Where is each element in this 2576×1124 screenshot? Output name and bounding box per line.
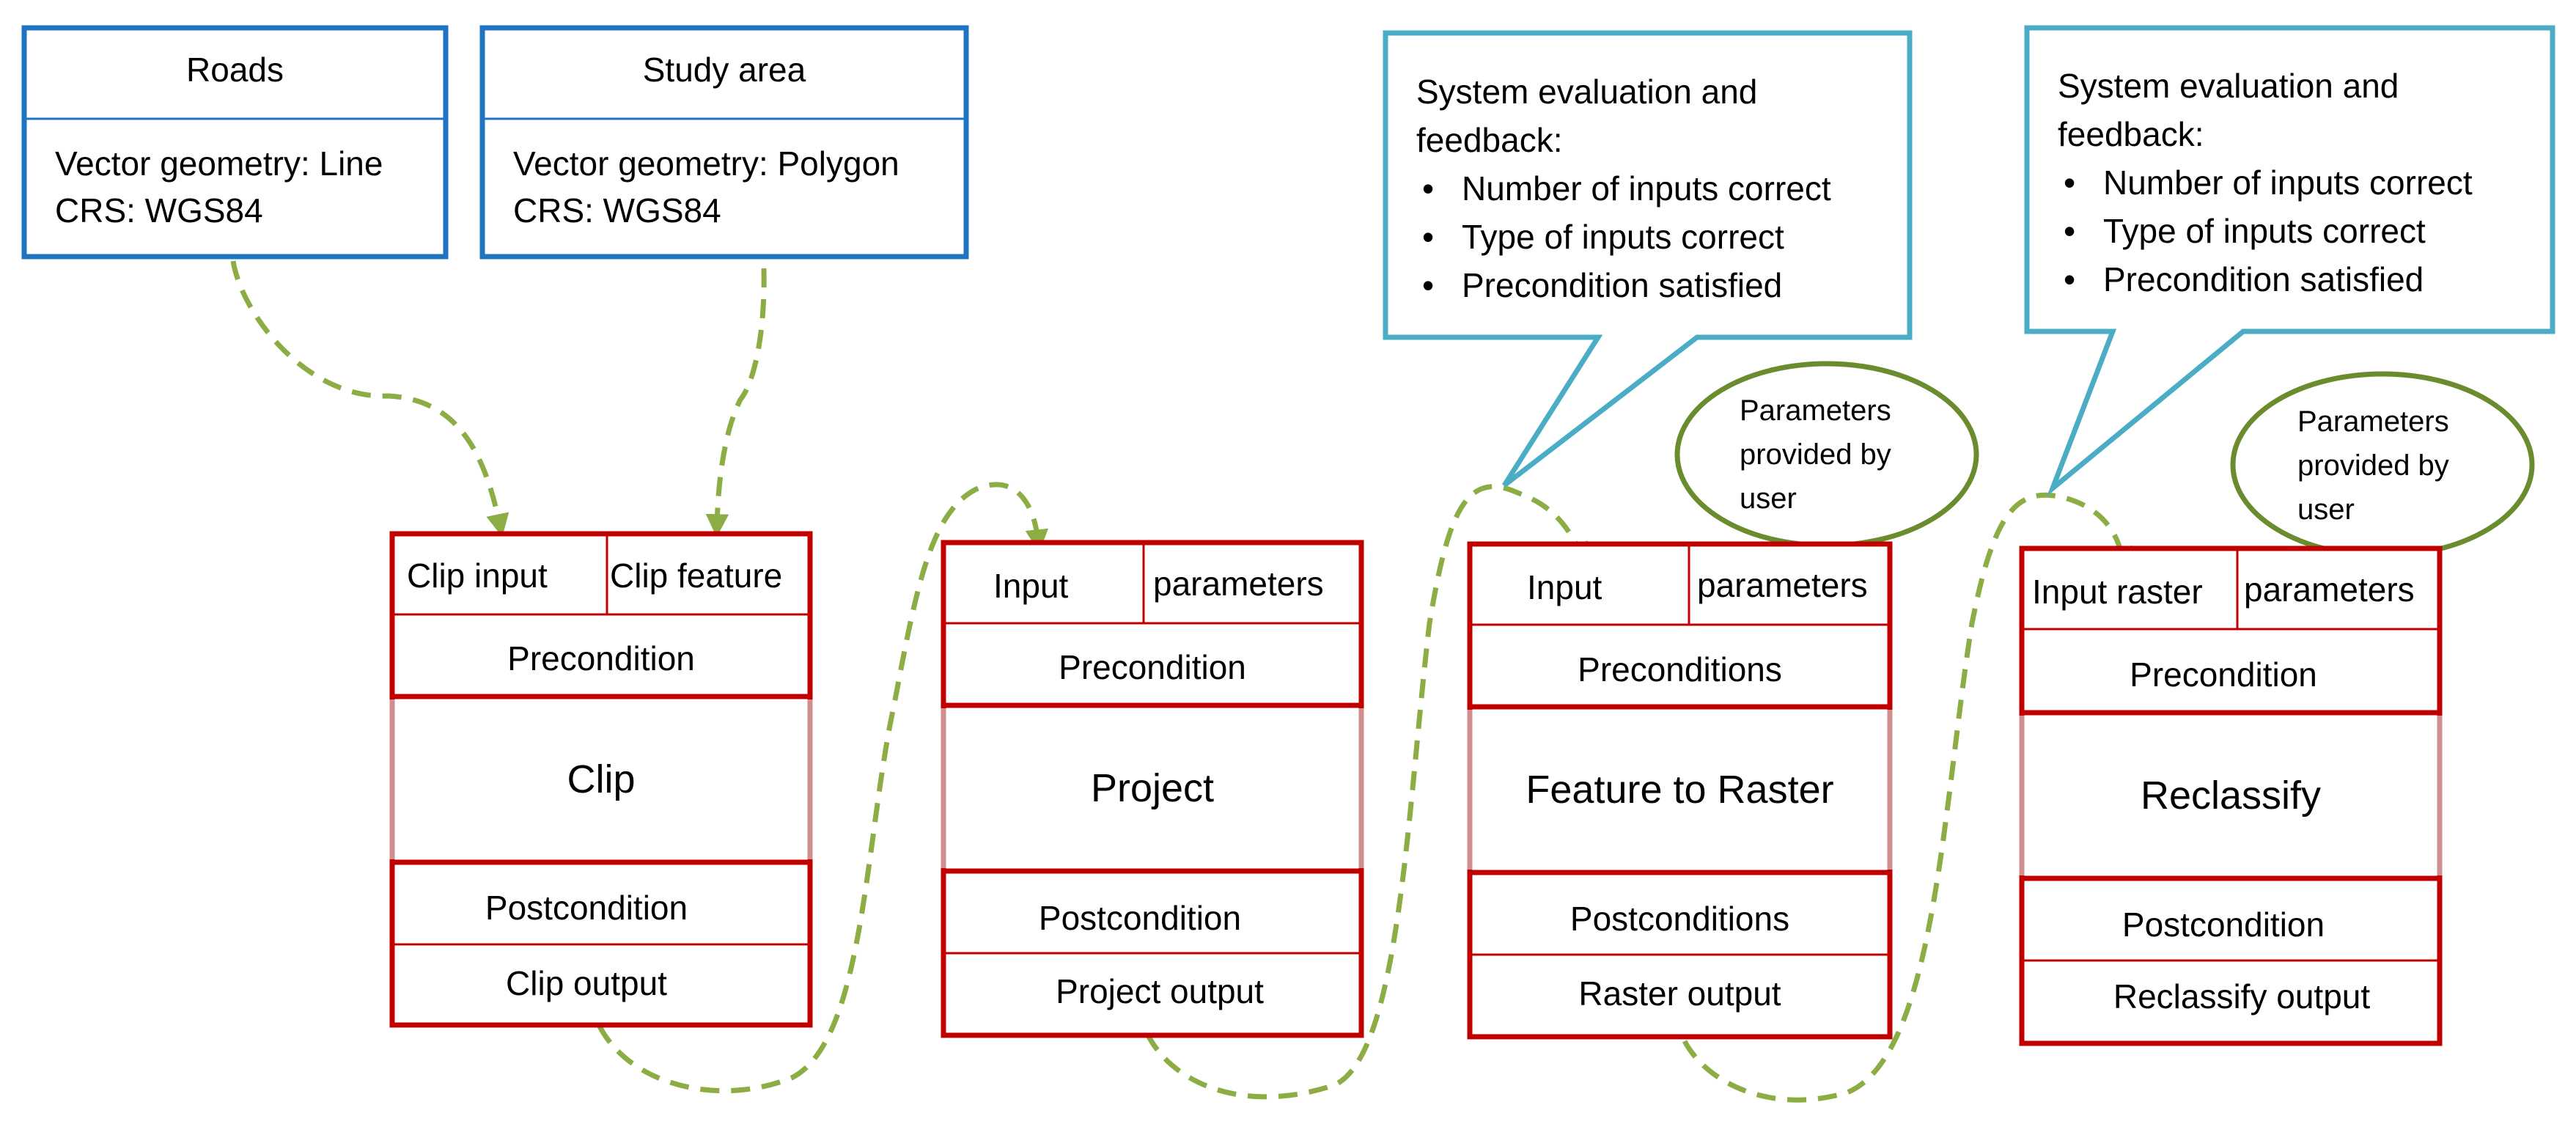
tool-output: Reclassify output <box>2113 977 2371 1015</box>
tool-box-clip <box>389 531 813 1028</box>
dataset-crs: CRS: WGS84 <box>55 191 263 229</box>
tool-input-2: parameters <box>1153 565 1324 603</box>
tool-name: Feature to Raster <box>1526 768 1834 812</box>
callout-bullet: Number of inputs correct <box>2058 158 2473 207</box>
connectors <box>230 260 2132 1103</box>
param-line: user <box>2297 493 2355 526</box>
dataset-box-roads <box>21 25 449 260</box>
callout-line: feedback: <box>1416 121 1563 159</box>
connector-feature-raster-to-reclassify <box>1682 492 2132 1103</box>
param-line: provided by <box>2297 449 2449 482</box>
param-line: user <box>1740 482 1797 515</box>
dataset-crs: CRS: WGS84 <box>513 191 721 229</box>
dataset-roads: Roads Vector geometry: Line CRS: WGS84 <box>24 28 446 257</box>
tool-output: Raster output <box>1578 974 1781 1013</box>
dataset-geometry: Vector geometry: Line <box>55 144 383 183</box>
connector-clip-to-project <box>597 482 1049 1094</box>
callout-feedback-2: System evaluation and feedback: Number o… <box>2058 62 2473 304</box>
callout-bullet-list: Number of inputs correct Type of inputs … <box>1416 164 1831 309</box>
tool-postcondition: Postcondition <box>2121 906 2325 944</box>
callout-bullet: Precondition satisfied <box>1416 261 1831 309</box>
connector-project-to-feature-raster <box>1144 484 1588 1100</box>
tool-input-2: parameters <box>1697 566 1868 604</box>
tool-precondition: Preconditions <box>1578 650 1782 688</box>
callout-bullet: Type of inputs correct <box>1416 213 1831 261</box>
callout-bullet: Type of inputs correct <box>2058 207 2473 255</box>
param-note-1: Parameters provided by user <box>1740 389 1891 521</box>
tool-reclassify: Input raster parameters Precondition Rec… <box>2022 548 2440 1043</box>
dataset-title: Roads <box>186 51 284 89</box>
callout-bullet: Number of inputs correct <box>1416 164 1831 213</box>
tool-precondition: Precondition <box>2130 655 2317 694</box>
tool-name: Clip <box>567 757 636 801</box>
param-line: Parameters <box>2297 405 2449 438</box>
tool-feature-to-raster: Input parameters Preconditions Feature t… <box>1470 544 1890 1037</box>
dataset-study-area: Study area Vector geometry: Polygon CRS:… <box>482 28 966 257</box>
param-note-2: Parameters provided by user <box>2297 400 2449 532</box>
callout-line: System evaluation and <box>2058 67 2399 105</box>
tool-input-1: Input <box>993 567 1069 605</box>
param-line: Parameters <box>1740 394 1891 427</box>
connector-roads-to-clip-input <box>230 260 509 537</box>
tool-postcondition: Postcondition <box>485 889 688 927</box>
tool-input-2: Clip feature <box>610 557 783 595</box>
tool-precondition: Precondition <box>1059 648 1246 686</box>
param-line: provided by <box>1740 438 1891 471</box>
tool-output: Project output <box>1056 972 1264 1010</box>
tool-input-1: Clip input <box>407 557 548 595</box>
dataset-box-study-area <box>479 25 969 260</box>
callout-feedback-1: System evaluation and feedback: Number o… <box>1416 67 1831 309</box>
tool-output: Clip output <box>506 964 667 1002</box>
tool-name: Project <box>1090 766 1215 810</box>
tool-precondition: Precondition <box>507 639 695 677</box>
tool-postcondition: Postconditions <box>1569 900 1790 938</box>
tool-box-feature-to-raster <box>1467 541 1893 1040</box>
callout-line: feedback: <box>2058 115 2204 153</box>
tool-input-1: Input <box>1527 568 1602 606</box>
dataset-geometry: Vector geometry: Polygon <box>513 144 899 183</box>
tool-box-reclassify <box>2019 546 2443 1046</box>
connector-studyarea-to-clip-feature <box>705 268 767 537</box>
callout-line: System evaluation and <box>1416 73 1758 111</box>
callout-bullet-list: Number of inputs correct Type of inputs … <box>2058 158 2473 304</box>
tool-clip: Clip input Clip feature Precondition Cli… <box>392 534 810 1025</box>
tool-postcondition: Postcondition <box>1038 899 1242 937</box>
tool-name: Reclassify <box>2140 774 2322 818</box>
tool-box-project <box>941 540 1364 1038</box>
tool-project: Input parameters Precondition Project Po… <box>943 543 1361 1035</box>
dataset-title: Study area <box>642 51 806 89</box>
callout-bullet: Precondition satisfied <box>2058 255 2473 304</box>
tool-input-1: Input raster <box>2032 573 2203 611</box>
tool-input-2: parameters <box>2244 570 2415 609</box>
